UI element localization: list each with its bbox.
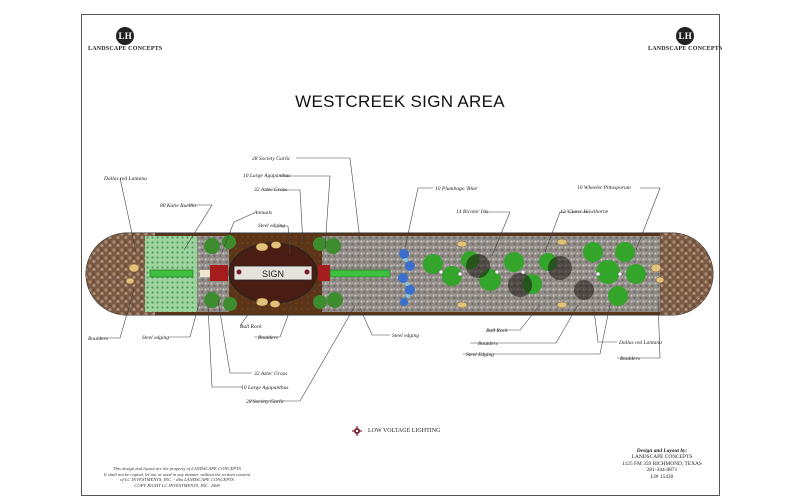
label-boulders-right: Boulders	[478, 341, 498, 347]
label-plumbago-blue: 10 Plumbago 'Blue'	[435, 186, 479, 192]
label-bull-rock-right: Bull Rock	[486, 328, 508, 334]
label-large-agapanthus-top: 10 Large Agapanthus	[243, 173, 290, 179]
label-boulders-left: Boulders	[88, 336, 108, 342]
label-large-agapanthus-bottom: 10 Large Agapanthus	[241, 385, 288, 391]
logo-mark: LH	[116, 27, 135, 45]
label-boulders-center: Boulders	[258, 335, 278, 341]
label-steel-edging-bottom-right: Steel Edging	[466, 352, 494, 358]
label-clara-hawthorne: 12 'Clara' Hawthorne	[560, 209, 609, 215]
label-boulders-far-right: Boulders	[620, 356, 640, 362]
label-society-garlic-bottom: 28 Society Garlic	[246, 399, 285, 405]
credit-phone: 281-344-0871	[646, 467, 678, 474]
label-dallas-red-lantana: Dallas red Lantana	[103, 176, 147, 182]
lighting-icon	[352, 426, 362, 436]
label-katie-ruellia: 80 Katie Ruellia	[160, 203, 196, 209]
label-aztec-grass-top: 32 Aztec Grass	[253, 187, 287, 193]
disclaimer-line: of LC INVESTMENTS, INC. - dba LANDSCAPE …	[120, 477, 234, 483]
logo-mark: LH	[676, 27, 695, 45]
sign-text: SIGN	[262, 269, 284, 279]
label-annuals: Annuals	[253, 210, 272, 216]
disclaimer: This design and layout are the property …	[92, 466, 262, 488]
logo-text: LANDSCAPE CONCEPTS	[88, 46, 163, 52]
credit-heading: Design and Layout by:	[636, 448, 688, 454]
label-steel-edging-bottom-center: Steel edging	[392, 333, 419, 339]
label-steel-edging-top: Steel edging	[258, 223, 285, 229]
design-credit: Design and Layout by: LANDSCAPE CONCEPTS…	[612, 448, 712, 480]
disclaimer-line: It shall not be copied, let out or used …	[103, 471, 251, 477]
disclaimer-line: COPY RIGHT LC INVESTMENTS, INC. 2008	[134, 482, 220, 488]
credit-company: LANDSCAPE CONCEPTS	[631, 454, 693, 461]
label-bull-rock-left: Bull Rock	[240, 324, 262, 330]
label-bicolor-iris: 14 Bicolor Iris	[456, 208, 488, 215]
label-dallas-red-lantana-bottom: Dallas red Lantana	[618, 340, 662, 346]
label-aztec-grass-bottom: 32 Aztec Grass	[253, 371, 287, 377]
logo-left: LH LANDSCAPE CONCEPTS	[88, 27, 162, 52]
credit-license: LI# 15430	[650, 473, 674, 480]
page-title: WESTCREEK SIGN AREA	[295, 92, 505, 111]
credit-address: 1125 FM 359 RICHMOND, TEXAS	[622, 460, 702, 467]
label-society-garlic-top: 28 Society Garlic	[252, 156, 291, 162]
label-wheeler-pittosporum: 10 Wheeler Pittosporum	[577, 185, 631, 191]
legend-label: LOW VOLTAGE LIGHTING	[368, 428, 441, 434]
logo-text: LANDSCAPE CONCEPTS	[648, 46, 723, 52]
logo-right: LH LANDSCAPE CONCEPTS	[648, 27, 722, 52]
legend: LOW VOLTAGE LIGHTING	[352, 426, 440, 436]
label-steel-edging-bottom-left: Steel edging	[142, 335, 169, 341]
disclaimer-line: This design and layout are the property …	[113, 466, 241, 471]
